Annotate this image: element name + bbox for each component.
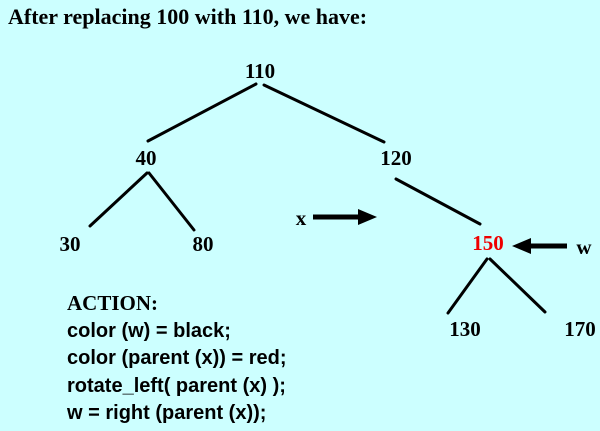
tree-node-130: 130 (449, 317, 481, 341)
tree-node-110: 110 (244, 59, 276, 83)
action-heading: ACTION: (67, 291, 159, 315)
action-line: w = right (parent (x)); (67, 402, 267, 424)
edge-40-80 (147, 171, 196, 232)
tree-node-30: 30 (59, 232, 81, 256)
tree-node-80: 80 (192, 232, 214, 256)
edge-150-170 (488, 257, 547, 314)
w-pointer-label: w (576, 235, 592, 259)
page-title: After replacing 100 with 110, we have: (8, 4, 368, 29)
action-block: ACTION: color (w) = black; color (parent… (67, 290, 286, 428)
tree-node-150-highlighted: 150 (472, 231, 504, 255)
edge-110-120 (262, 83, 386, 144)
x-pointer-label: x (295, 206, 307, 230)
edge-110-40 (146, 82, 258, 143)
tree-node-120: 120 (380, 146, 412, 170)
edge-40-30 (88, 171, 149, 228)
w-pointer-arrow-icon (512, 238, 567, 254)
action-line: color (w) = black; (67, 319, 231, 342)
tree-node-170: 170 (564, 317, 596, 341)
action-line: rotate_left( parent (x) ); (67, 374, 286, 397)
x-pointer-arrow-icon (313, 209, 377, 225)
action-line: color (parent (x)) = red; (67, 347, 287, 369)
edge-120-150 (394, 177, 482, 226)
edge-150-130 (446, 257, 489, 315)
tree-node-40: 40 (135, 146, 157, 170)
